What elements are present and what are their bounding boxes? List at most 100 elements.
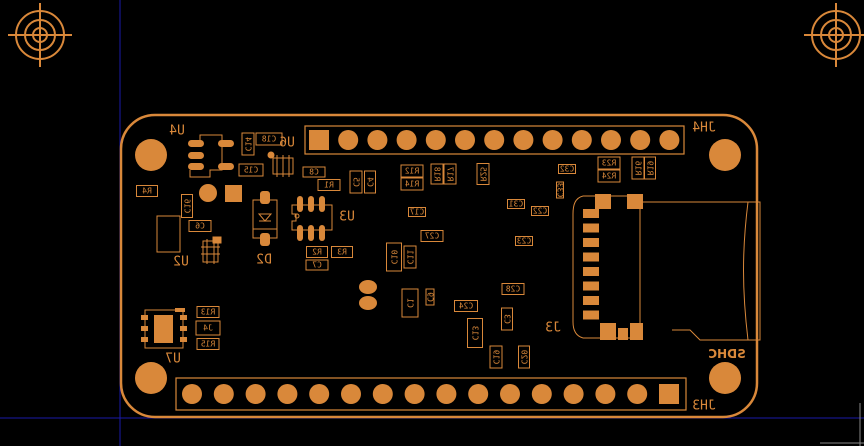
label-text: C24 <box>459 302 474 311</box>
label-c10[interactable]: C10 <box>386 242 402 272</box>
label-r23[interactable]: R23 <box>597 156 621 170</box>
header-jh3-pads[interactable] <box>182 384 679 404</box>
solder-jumper[interactable] <box>359 280 377 310</box>
sd-pad <box>583 252 599 262</box>
label-r17[interactable]: R17 <box>443 163 457 185</box>
header-pin[interactable] <box>341 384 361 404</box>
header-pin[interactable] <box>563 384 584 404</box>
label-c31[interactable]: C31 <box>507 199 525 209</box>
designator-u7: U7 <box>165 352 181 367</box>
label-r14[interactable]: R14 <box>400 177 424 191</box>
header-pin[interactable] <box>436 384 457 404</box>
header-jh4-pads[interactable] <box>309 130 680 150</box>
designator-jh3: JH3 <box>692 399 715 414</box>
label-c11[interactable]: C11 <box>403 245 417 269</box>
label-c8[interactable]: C8 <box>302 166 326 178</box>
header-pin[interactable] <box>601 130 621 150</box>
u7-footprint[interactable] <box>141 308 187 349</box>
header-pin[interactable] <box>484 130 505 150</box>
sd-pad <box>583 281 599 291</box>
header-pin[interactable] <box>404 384 425 404</box>
label-c24[interactable]: C24 <box>454 300 478 312</box>
designator-d2: D2 <box>256 253 272 268</box>
label-text: R4 <box>142 187 152 196</box>
header-pin[interactable] <box>455 130 475 150</box>
label-r19[interactable]: R19 <box>644 156 656 180</box>
label-c19[interactable]: C19 <box>489 345 503 369</box>
header-pin[interactable] <box>372 384 393 404</box>
header-pin[interactable] <box>182 384 202 404</box>
header-pin-1[interactable] <box>309 130 329 150</box>
label-r16[interactable]: R16 <box>631 156 645 180</box>
header-pin[interactable] <box>245 384 266 404</box>
header-pin[interactable] <box>513 130 534 150</box>
header-pin[interactable] <box>468 384 489 404</box>
header-pin[interactable] <box>531 384 552 404</box>
label-c9[interactable]: C9 <box>425 288 435 306</box>
label-c5[interactable]: C5 <box>349 170 363 194</box>
header-pin[interactable] <box>595 384 616 404</box>
label-c32[interactable]: C32 <box>558 164 576 174</box>
label-c14[interactable]: C14 <box>241 132 255 156</box>
label-c6[interactable]: C6 <box>188 220 212 232</box>
header-pin[interactable] <box>500 384 520 404</box>
label-r15[interactable]: R15 <box>196 338 220 350</box>
label-c4[interactable]: C4 <box>364 170 376 194</box>
label-text: R2 <box>312 248 322 257</box>
label-c16[interactable]: C16 <box>181 194 193 218</box>
u2-footprint[interactable] <box>201 236 222 264</box>
header-pin[interactable] <box>542 130 563 150</box>
label-c23[interactable]: C23 <box>515 236 533 246</box>
label-j4[interactable]: J4 <box>195 320 221 336</box>
l1-outline <box>156 215 181 253</box>
header-pin[interactable] <box>571 130 592 150</box>
label-r4[interactable]: R4 <box>136 185 158 197</box>
label-c20[interactable]: C20 <box>518 345 530 369</box>
header-pin[interactable] <box>213 384 234 404</box>
label-c15[interactable]: C15 <box>238 163 264 177</box>
label-text: C4 <box>366 177 375 187</box>
label-c7[interactable]: C7 <box>305 259 329 271</box>
u6-footprint[interactable] <box>267 151 294 177</box>
label-c33[interactable]: C33 <box>556 181 565 199</box>
designator-j3: J3 <box>545 321 561 336</box>
label-c17[interactable]: C17 <box>408 207 426 217</box>
label-c1[interactable]: C1 <box>401 288 419 318</box>
label-text: C9 <box>426 292 435 302</box>
header-pin[interactable] <box>425 130 446 150</box>
header-pin[interactable] <box>277 384 298 404</box>
label-r1[interactable]: R1 <box>317 179 341 191</box>
label-r2[interactable]: R2 <box>306 246 328 258</box>
label-text: C15 <box>244 166 259 175</box>
label-r24[interactable]: R24 <box>597 169 621 183</box>
label-text: C10 <box>390 250 399 265</box>
header-pin[interactable] <box>659 130 680 150</box>
d2-footprint[interactable] <box>252 191 278 246</box>
label-text: C14 <box>244 137 253 152</box>
u4-footprint[interactable] <box>188 134 234 178</box>
u3-footprint[interactable] <box>291 196 333 241</box>
header-pin[interactable] <box>627 384 648 404</box>
header-pin[interactable] <box>630 130 651 150</box>
header-pin[interactable] <box>338 130 359 150</box>
label-r13[interactable]: R13 <box>196 306 220 318</box>
label-c27[interactable]: C27 <box>420 230 444 242</box>
label-r25[interactable]: R25 <box>476 163 490 185</box>
header-pin[interactable] <box>309 384 330 404</box>
label-r12[interactable]: R12 <box>400 164 424 178</box>
label-c13[interactable]: C13 <box>467 318 483 348</box>
label-c22[interactable]: C22 <box>531 206 549 216</box>
label-r3[interactable]: R3 <box>331 246 353 258</box>
label-r18[interactable]: R18 <box>430 163 444 185</box>
label-text: C19 <box>492 350 501 365</box>
sd-card-connector-j3[interactable] <box>572 194 761 341</box>
label-text: C16 <box>183 199 192 214</box>
header-pin[interactable] <box>396 130 417 150</box>
header-pin-1[interactable] <box>659 384 679 404</box>
label-c18[interactable]: C18 <box>255 132 283 146</box>
header-pin[interactable] <box>367 130 388 150</box>
label-c3[interactable]: C3 <box>501 307 513 331</box>
label-c28[interactable]: C28 <box>501 283 525 295</box>
